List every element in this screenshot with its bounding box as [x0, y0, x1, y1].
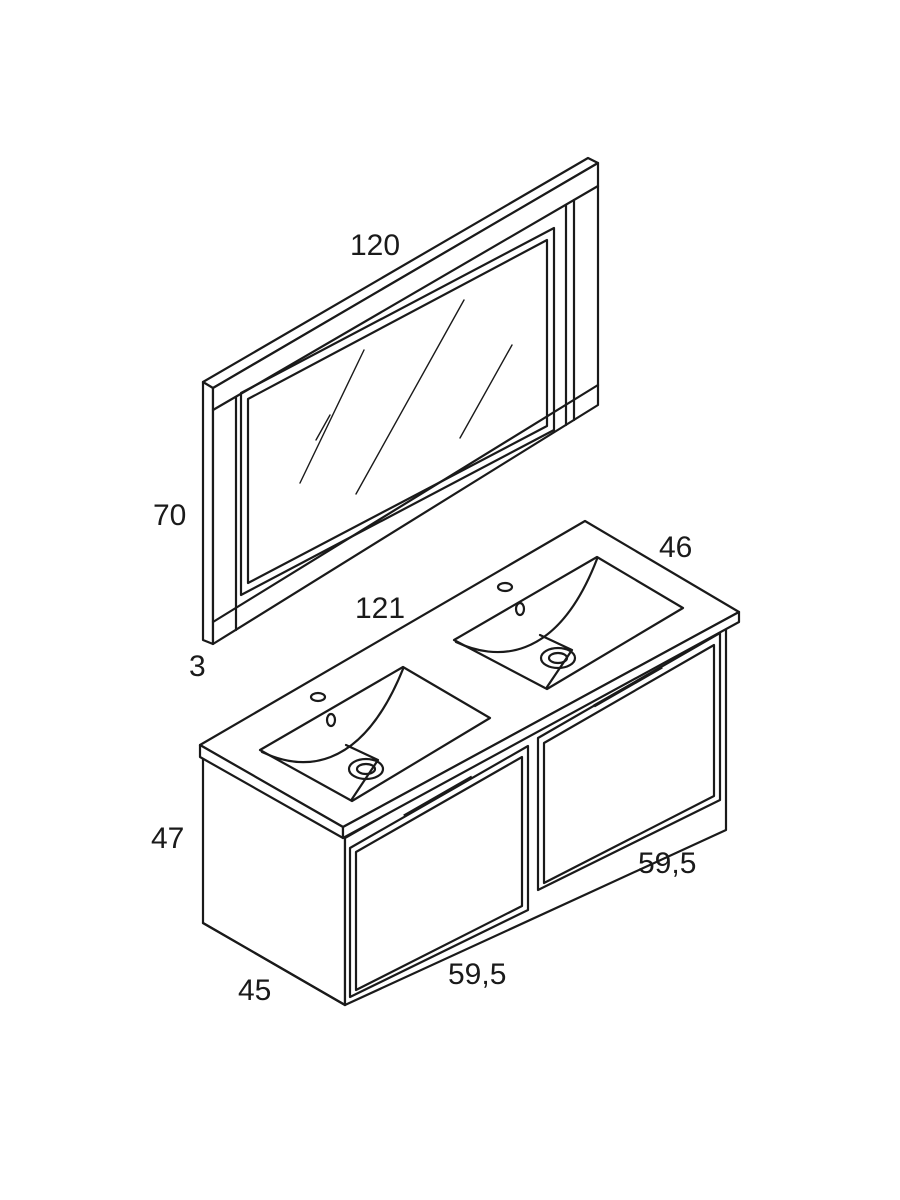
dim-drawer-right-width: 59,5: [638, 847, 696, 880]
dim-drawer-left-width: 59,5: [448, 958, 506, 991]
basin-left-overflow: [325, 712, 337, 728]
mirror-side-face: [201, 376, 215, 646]
basin-right-tap-hole: [496, 581, 514, 593]
basin-right-drain-inner: [547, 651, 569, 665]
cabinet: [198, 519, 741, 1007]
drawer-left-inner: [354, 755, 524, 992]
basin-right-rim: [452, 555, 685, 691]
mirror-frame-rail-bottom: [211, 383, 600, 624]
basin-left-rim: [258, 665, 492, 803]
dim-mirror-width: 120: [350, 229, 400, 262]
basin-left-bowl: [260, 667, 405, 764]
basin-right-drain-outer: [539, 646, 577, 670]
basin-left-floor: [344, 743, 380, 801]
mirror-reflection-1: [299, 349, 365, 484]
basin-left: [258, 665, 492, 803]
basin-left-drain-outer: [347, 757, 385, 781]
dim-mirror-depth: 3: [189, 650, 206, 683]
mirror-glass-outer: [239, 226, 556, 597]
basin-right: [452, 555, 685, 691]
basin-right-overflow: [514, 601, 526, 617]
drawer-right-handle[interactable]: [593, 665, 663, 708]
basin-left-drain-inner: [355, 762, 377, 776]
basin-right-floor: [538, 633, 574, 689]
cabinet-bottom-edge: [201, 921, 347, 1007]
drawer-right[interactable]: [536, 631, 722, 892]
drawer-left[interactable]: [348, 744, 530, 999]
dim-top-width: 121: [355, 592, 405, 625]
dim-cabinet-depth: 45: [238, 974, 271, 1007]
dim-top-depth: 46: [659, 531, 692, 564]
dim-mirror-height: 70: [153, 499, 186, 532]
dim-cabinet-height: 47: [151, 822, 184, 855]
countertop-edge-front: [341, 610, 741, 840]
mirror-reflection-3: [459, 344, 513, 439]
mirror-reflection-2: [355, 299, 465, 495]
drawer-right-inner: [542, 643, 716, 885]
mirror-reflection-4: [315, 414, 331, 441]
mirror: [201, 156, 600, 646]
mirror-frame-rail-top: [211, 184, 600, 412]
basin-right-bowl: [454, 557, 599, 654]
basin-left-tap-hole: [309, 691, 327, 703]
mirror-glass: [246, 238, 549, 585]
mirror-frame: [211, 161, 600, 646]
drawer-left-handle[interactable]: [403, 775, 473, 818]
